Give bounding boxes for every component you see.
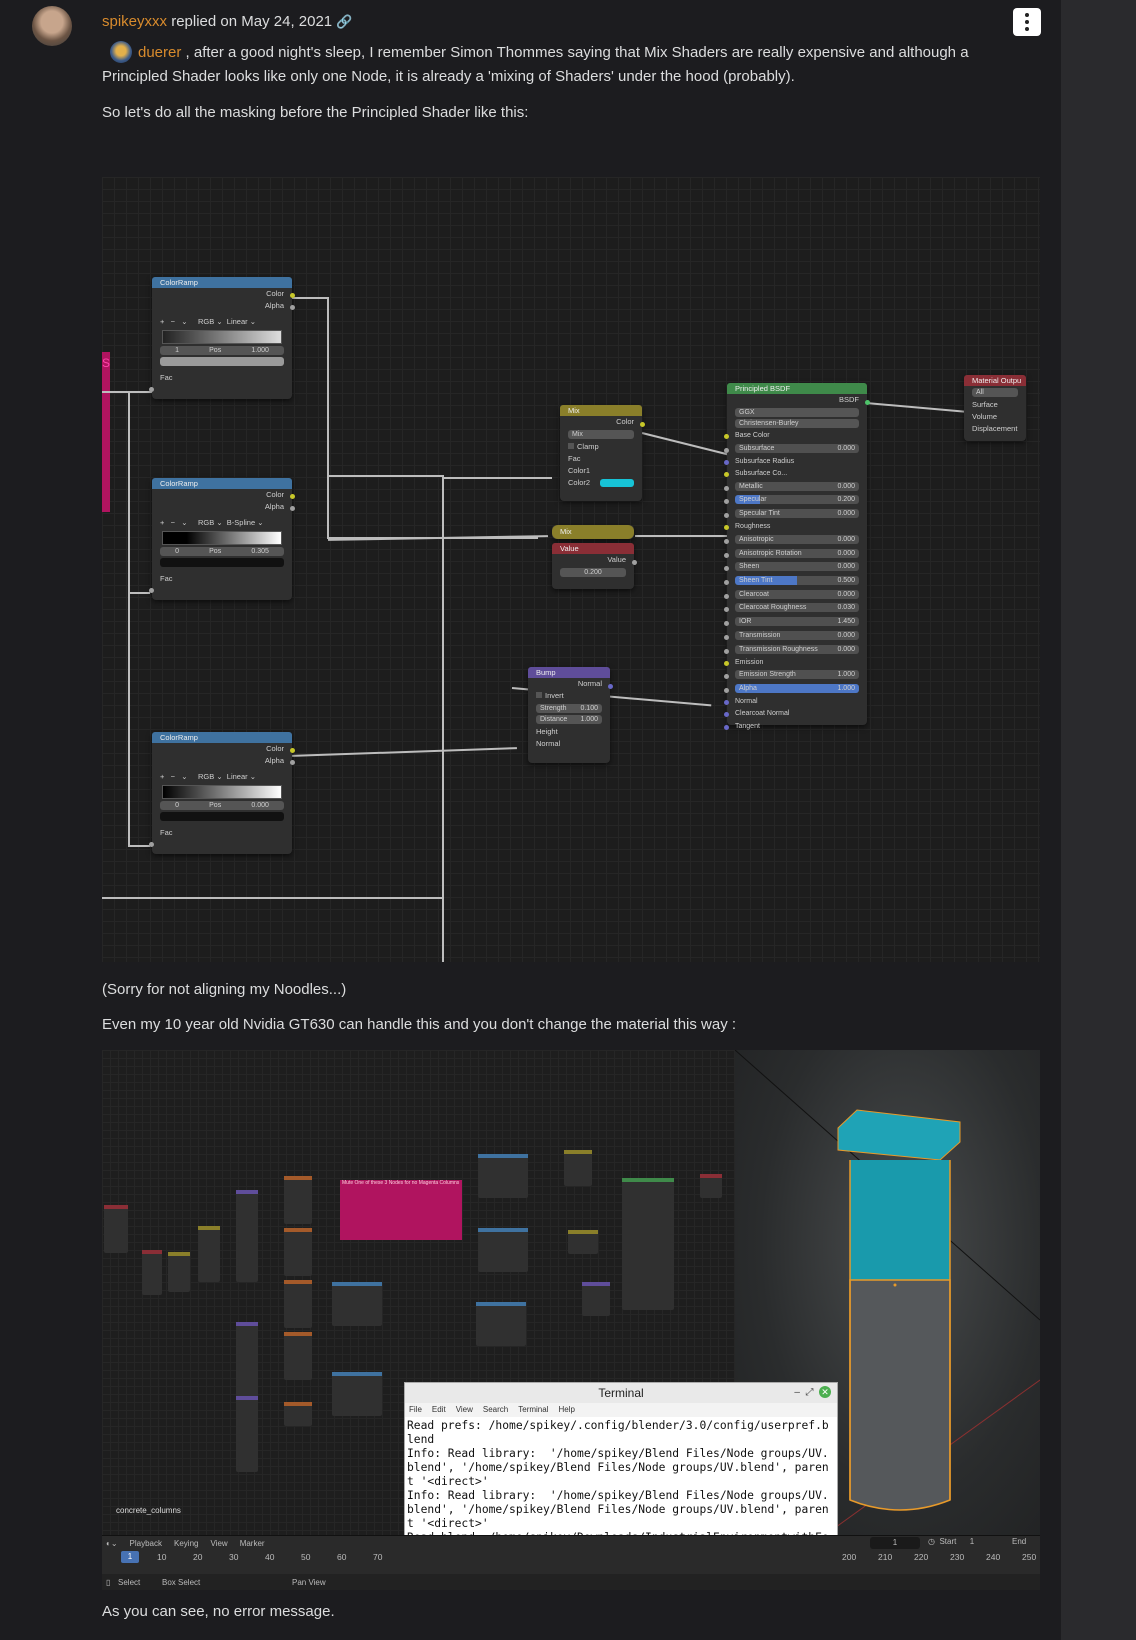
mouse-icon: ▯ bbox=[106, 1578, 111, 1587]
colorramp-node-2[interactable]: ColorRamp Color Alpha + − ⌄ RGB ⌄ B-Spli… bbox=[149, 478, 295, 600]
post-header: spikeyxxx replied on May 24, 2021🔗 bbox=[102, 13, 352, 30]
mix-node-1[interactable]: Mix Color Mix Clamp Fac Color1 Color2 bbox=[560, 405, 645, 501]
menu-file[interactable]: File bbox=[409, 1405, 422, 1414]
principled-row[interactable]: Emission bbox=[724, 657, 867, 669]
start-field[interactable]: ◷ Start 1 bbox=[928, 1537, 975, 1546]
avatar[interactable] bbox=[32, 6, 72, 46]
paragraph-4: Even my 10 year old Nvidia GT630 can han… bbox=[102, 1016, 737, 1033]
material-name: concrete_columns bbox=[116, 1506, 181, 1515]
paragraph-2: So let's do all the masking before the P… bbox=[102, 104, 529, 121]
mix-node-2[interactable]: Mix bbox=[552, 525, 634, 539]
post-container: spikeyxxx replied on May 24, 2021🔗 duere… bbox=[0, 0, 1061, 1640]
value-node[interactable]: Value Value 0.200 bbox=[552, 543, 637, 589]
principled-row[interactable]: Base Color bbox=[724, 430, 867, 442]
paragraph-3: (Sorry for not aligning my Noodles...) bbox=[102, 981, 347, 998]
menu-terminal[interactable]: Terminal bbox=[518, 1405, 549, 1414]
node-editor-screenshot: S ColorRamp Color Alpha + − ⌄ RGB ⌄ Line… bbox=[102, 177, 1040, 962]
minimize-icon[interactable]: – bbox=[794, 1387, 800, 1398]
view-menu[interactable]: View bbox=[210, 1539, 228, 1548]
status-bar: ▯ Select Box Select Pan View bbox=[102, 1574, 1040, 1590]
post-menu-button[interactable] bbox=[1013, 8, 1041, 36]
magenta-frame: S bbox=[102, 352, 110, 512]
colorramp-node-3[interactable]: ColorRamp Color Alpha + − ⌄ RGB ⌄ Linear… bbox=[149, 732, 295, 854]
terminal-menubar: File Edit View Search Terminal Help bbox=[405, 1403, 837, 1417]
end-field[interactable]: End bbox=[1012, 1537, 1027, 1546]
colorramp-node-1[interactable]: ColorRamp Color Alpha + − ⌄ RGB ⌄ Linear… bbox=[149, 277, 295, 399]
principled-bsdf-node[interactable]: Principled BSDF BSDF GGX Christensen-Bur… bbox=[724, 383, 870, 730]
blender-screenshot: Mute One of these 3 Nodes for no Magenta… bbox=[102, 1050, 1040, 1590]
maximize-icon[interactable]: ⤢ bbox=[805, 1387, 814, 1398]
current-frame[interactable]: 1 bbox=[121, 1551, 139, 1563]
magenta-frame-overview: Mute One of these 3 Nodes for no Magenta… bbox=[340, 1180, 462, 1240]
paragraph-5: As you can see, no error message. bbox=[102, 1603, 335, 1620]
replied-date[interactable]: replied on May 24, 2021 bbox=[171, 13, 333, 30]
menu-help[interactable]: Help bbox=[558, 1405, 575, 1414]
frame-field[interactable]: 1 bbox=[870, 1537, 920, 1549]
column-render bbox=[734, 1050, 1040, 1536]
timeline: ◐⌄ Playback Keying View Marker 1 10 20 3… bbox=[102, 1535, 1040, 1590]
terminal-title: Terminal bbox=[598, 1386, 644, 1400]
clock-icon[interactable]: ◐⌄ bbox=[106, 1539, 118, 1548]
menu-search[interactable]: Search bbox=[482, 1405, 509, 1414]
playback-menu[interactable]: Playback bbox=[129, 1539, 163, 1548]
marker-menu[interactable]: Marker bbox=[239, 1539, 265, 1548]
mention-link[interactable]: duerer bbox=[138, 44, 182, 61]
terminal-output: Read prefs: /home/spikey/.config/blender… bbox=[407, 1419, 829, 1572]
principled-row[interactable]: Subsurface Co... bbox=[724, 468, 867, 480]
mention-avatar bbox=[110, 41, 132, 63]
principled-row[interactable]: Roughness bbox=[724, 521, 867, 533]
material-output-node[interactable]: Material Outpu All Surface Volume Displa… bbox=[964, 375, 1026, 441]
kebab-menu-icon bbox=[1025, 13, 1029, 17]
node-editor-overview: Mute One of these 3 Nodes for no Magenta… bbox=[102, 1050, 735, 1535]
principled-row[interactable]: Tangent bbox=[724, 721, 867, 733]
link-icon[interactable]: 🔗 bbox=[336, 14, 353, 29]
menu-view[interactable]: View bbox=[455, 1405, 473, 1414]
menu-edit[interactable]: Edit bbox=[431, 1405, 446, 1414]
paragraph-1: duerer , after a good night's sleep, I r… bbox=[102, 41, 1022, 89]
principled-row[interactable]: Subsurface Radius bbox=[724, 456, 867, 468]
principled-row[interactable]: Normal bbox=[724, 696, 867, 708]
close-icon[interactable]: ✕ bbox=[819, 1386, 831, 1398]
principled-row[interactable]: Clearcoat Normal bbox=[724, 708, 867, 720]
username-link[interactable]: spikeyxxx bbox=[102, 13, 168, 30]
keying-menu[interactable]: Keying bbox=[174, 1539, 199, 1548]
